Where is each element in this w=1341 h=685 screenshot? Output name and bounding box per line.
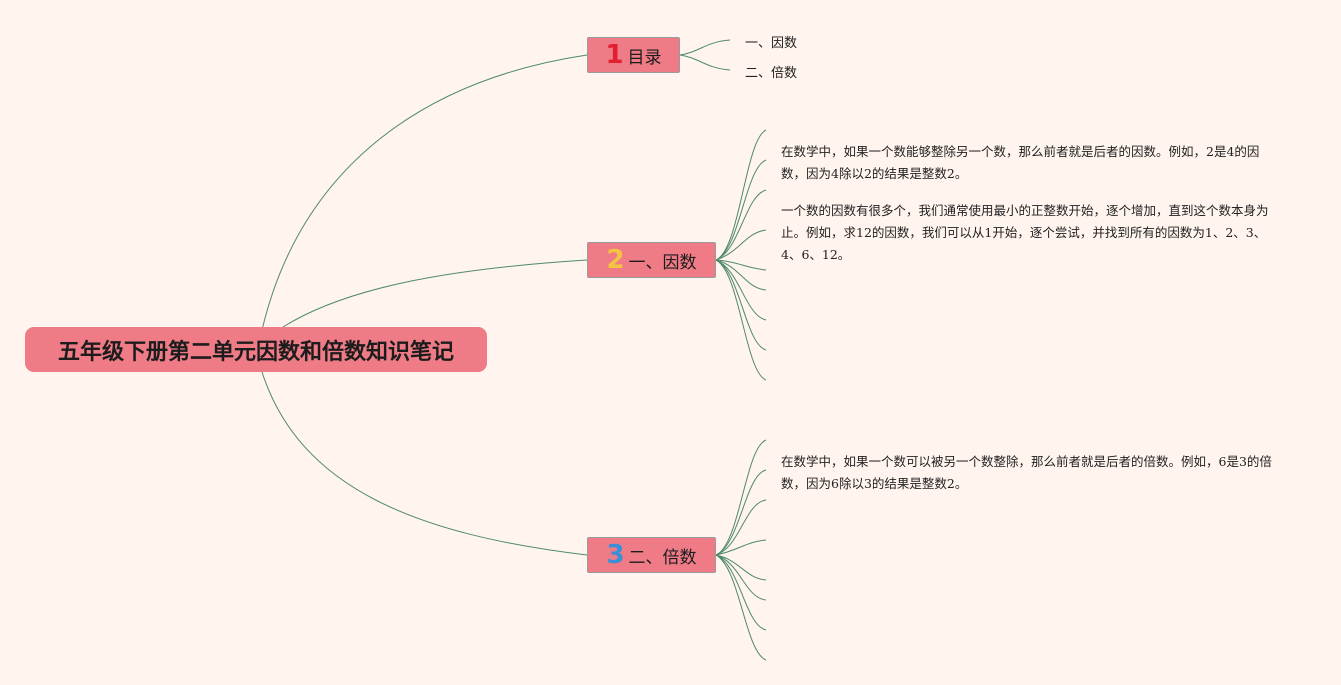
note-factor-method[interactable]: 一个数的因数有很多个，我们通常使用最小的正整数开始，逐个增加，直到这个数本身为止…	[781, 203, 1269, 262]
connector-branch-2-slot-2	[715, 159, 767, 261]
root-title: 五年级下册第二单元因数和倍数知识笔记	[57, 339, 454, 365]
branch-node-toc[interactable]: 1 目录	[587, 37, 680, 73]
connector-branch-1-leaf-1	[679, 39, 731, 56]
branch-number-badge: 2	[606, 245, 625, 275]
connector-branch-2-slot-9	[715, 259, 767, 381]
branch-number-badge: 1	[605, 40, 624, 70]
connector-branch-3-slot-4	[715, 539, 767, 556]
connector-branch-1-leaf-2	[679, 54, 731, 71]
note-factor-definition[interactable]: 在数学中，如果一个数能够整除另一个数，那么前者就是后者的因数。例如，2是4的因数…	[781, 144, 1260, 181]
connector-branch-3-slot-1	[715, 439, 767, 556]
connector-root-branch-1	[261, 54, 588, 331]
connector-branch-3-slot-3	[715, 499, 767, 556]
note-multiple-definition[interactable]: 在数学中，如果一个数可以被另一个数整除，那么前者就是后者的倍数。例如，6是3的倍…	[781, 454, 1272, 491]
branch-node-factors[interactable]: 2 一、因数	[587, 242, 716, 278]
connector-root-branch-2	[282, 259, 588, 328]
branch-label: 二、倍数	[628, 547, 697, 568]
connector-branch-3-slot-8	[715, 554, 767, 661]
connector-branch-2-slot-4	[715, 229, 767, 261]
connector-branch-3-slot-7	[715, 554, 767, 631]
connector-branch-2-slot-6	[715, 259, 767, 291]
branch-label: 目录	[627, 47, 662, 68]
connector-branch-3-slot-2	[715, 469, 767, 556]
branch-number-badge: 3	[606, 540, 625, 570]
connector-branch-2-slot-5	[715, 259, 767, 271]
connector-branch-3-slot-5	[715, 554, 767, 581]
connector-branch-3-slot-6	[715, 554, 767, 601]
connector-branch-2-slot-3	[715, 189, 767, 261]
connector-branch-2-slot-8	[715, 259, 767, 351]
connector-root-branch-3	[261, 371, 588, 556]
root-node[interactable]: 五年级下册第二单元因数和倍数知识笔记	[25, 327, 487, 372]
branch-label: 一、因数	[628, 252, 697, 273]
connector-branch-2-slot-7	[715, 259, 767, 321]
branch-node-multiples[interactable]: 3 二、倍数	[587, 537, 716, 573]
leaf-toc-multiples[interactable]: 二、倍数	[745, 66, 798, 81]
leaf-toc-factors[interactable]: 一、因数	[745, 36, 798, 51]
connector-branch-2-slot-1	[715, 129, 767, 261]
